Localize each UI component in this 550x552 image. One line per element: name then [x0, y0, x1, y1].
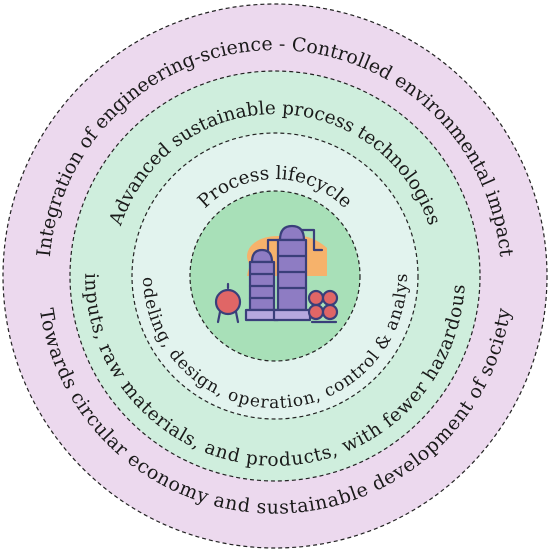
chemical-plant-icon [214, 224, 339, 324]
